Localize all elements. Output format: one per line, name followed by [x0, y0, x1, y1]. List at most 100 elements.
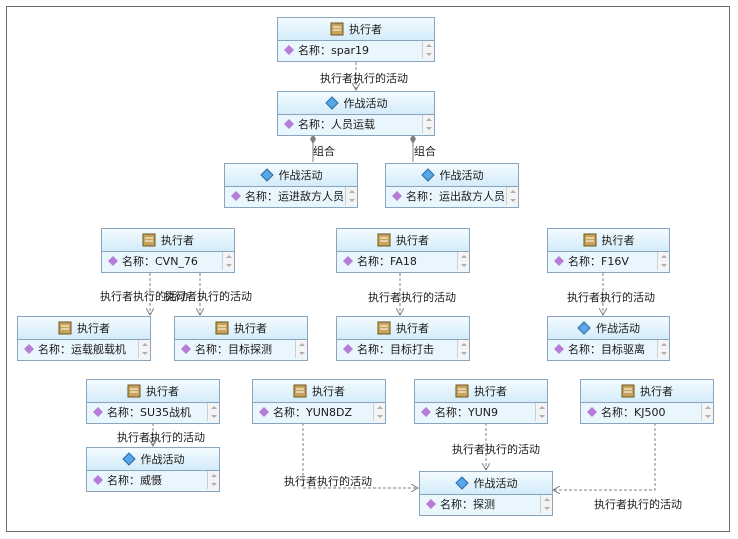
- property-icon: [108, 256, 118, 266]
- edge-label: 执行者执行的活动: [164, 290, 252, 303]
- node-actor-target-detect[interactable]: 执行者 名称：目标探测: [174, 316, 308, 361]
- node-type: 作战活动: [140, 453, 185, 466]
- node-name: 名称：spar19: [298, 44, 369, 57]
- scrollbar[interactable]: [657, 252, 669, 270]
- node-name: 名称：人员运载: [298, 118, 375, 131]
- property-icon: [231, 191, 241, 201]
- node-actor-su35[interactable]: 执行者 名称：SU35战机: [86, 379, 220, 424]
- edge-label: 执行者执行的活动: [100, 290, 188, 303]
- diagram-frame: [6, 6, 730, 532]
- node-type: 执行者: [640, 385, 673, 398]
- node-type: 作战活动: [596, 322, 640, 335]
- actor-icon: [330, 22, 344, 36]
- node-activity-detect[interactable]: 作战活动 名称：探测: [419, 471, 553, 516]
- scrollbar[interactable]: [222, 252, 234, 270]
- actor-icon: [142, 233, 156, 247]
- edge-label: 执行者执行的活动: [320, 72, 408, 85]
- actor-icon: [293, 384, 307, 398]
- edge-label: 组合: [313, 145, 335, 158]
- scrollbar[interactable]: [373, 403, 385, 421]
- node-type: 作战活动: [473, 477, 518, 490]
- node-type: 执行者: [77, 322, 110, 335]
- property-icon: [259, 407, 269, 417]
- property-icon: [93, 475, 103, 485]
- node-name: 名称：SU35战机: [107, 406, 192, 419]
- scrollbar[interactable]: [540, 495, 552, 513]
- property-icon: [284, 119, 294, 129]
- composition-diamond-right: [410, 134, 416, 144]
- actor-icon: [58, 321, 72, 335]
- node-type: 作战活动: [278, 169, 323, 182]
- scrollbar[interactable]: [457, 252, 469, 270]
- activity-icon: [259, 168, 274, 182]
- property-icon: [343, 256, 353, 266]
- scrollbar[interactable]: [506, 187, 518, 205]
- actor-icon: [621, 384, 635, 398]
- node-name: 名称：FA18: [357, 255, 417, 268]
- node-actor-target-strike[interactable]: 执行者 名称：目标打击: [336, 316, 470, 361]
- node-name: 名称：探测: [440, 498, 495, 511]
- edge-label: 执行者执行的活动: [452, 443, 540, 456]
- node-type: 执行者: [474, 385, 507, 398]
- node-actor-fa18[interactable]: 执行者 名称：FA18: [336, 228, 470, 273]
- property-icon: [421, 407, 431, 417]
- node-type: 作战活动: [343, 97, 388, 110]
- node-actor-spar19[interactable]: 执行者 名称：spar19: [277, 17, 435, 62]
- scrollbar[interactable]: [345, 187, 357, 205]
- link-kj500-to-detect: [553, 423, 656, 490]
- node-name: 名称：威慑: [107, 474, 162, 487]
- node-name: 名称：目标打击: [357, 343, 434, 356]
- node-activity-target-expel[interactable]: 作战活动 名称：目标驱离: [547, 316, 670, 361]
- node-name: 名称：CVN_76: [122, 255, 198, 268]
- property-icon: [554, 256, 564, 266]
- edge-label: 执行者执行的活动: [117, 431, 205, 444]
- node-activity-transport-in[interactable]: 作战活动 名称：运进敌方人员: [224, 163, 358, 208]
- node-name: 名称：目标驱离: [568, 343, 645, 356]
- node-type: 执行者: [234, 322, 267, 335]
- node-activity-transport-out[interactable]: 作战活动 名称：运出敌方人员: [385, 163, 519, 208]
- activity-icon: [121, 452, 136, 466]
- scrollbar[interactable]: [701, 403, 713, 421]
- edge-label: 组合: [414, 145, 436, 158]
- scrollbar[interactable]: [535, 403, 547, 421]
- property-icon: [284, 45, 294, 55]
- property-icon: [587, 407, 597, 417]
- node-name: 名称：KJ500: [601, 406, 666, 419]
- scrollbar[interactable]: [138, 340, 150, 358]
- node-name: 名称：F16V: [568, 255, 629, 268]
- node-type: 作战活动: [439, 169, 484, 182]
- scrollbar[interactable]: [657, 340, 669, 358]
- node-actor-cvn76[interactable]: 执行者 名称：CVN_76: [101, 228, 235, 273]
- node-type: 执行者: [396, 322, 429, 335]
- actor-icon: [215, 321, 229, 335]
- node-actor-yun8dz[interactable]: 执行者 名称：YUN8DZ: [252, 379, 386, 424]
- node-type: 执行者: [161, 234, 194, 247]
- node-actor-kj500[interactable]: 执行者 名称：KJ500: [580, 379, 714, 424]
- actor-icon: [455, 384, 469, 398]
- node-type: 执行者: [601, 234, 635, 247]
- actor-icon: [583, 233, 597, 247]
- activity-icon: [420, 168, 435, 182]
- property-icon: [392, 191, 402, 201]
- node-actor-yun9[interactable]: 执行者 名称：YUN9: [414, 379, 548, 424]
- node-name: 名称：目标探测: [195, 343, 272, 356]
- composition-diamond-left: [310, 134, 316, 144]
- node-name: 名称：运出敌方人员: [406, 190, 505, 203]
- property-icon: [343, 344, 353, 354]
- scrollbar[interactable]: [457, 340, 469, 358]
- scrollbar[interactable]: [207, 471, 219, 489]
- node-actor-carrier[interactable]: 执行者 名称：运载舰载机: [17, 316, 151, 361]
- node-activity-deter[interactable]: 作战活动 名称：威慑: [86, 447, 220, 492]
- node-activity-personnel[interactable]: 作战活动 名称：人员运载: [277, 91, 435, 136]
- scrollbar[interactable]: [295, 340, 307, 358]
- node-name: 名称：YUN9: [435, 406, 498, 419]
- edge-label: 执行者执行的活动: [594, 498, 682, 511]
- actor-icon: [377, 233, 391, 247]
- scrollbar[interactable]: [207, 403, 219, 421]
- scrollbar[interactable]: [422, 115, 434, 133]
- node-name: 名称：YUN8DZ: [273, 406, 353, 419]
- node-actor-f16v[interactable]: 执行者 名称：F16V: [547, 228, 670, 273]
- scrollbar[interactable]: [422, 41, 434, 59]
- property-icon: [24, 344, 34, 354]
